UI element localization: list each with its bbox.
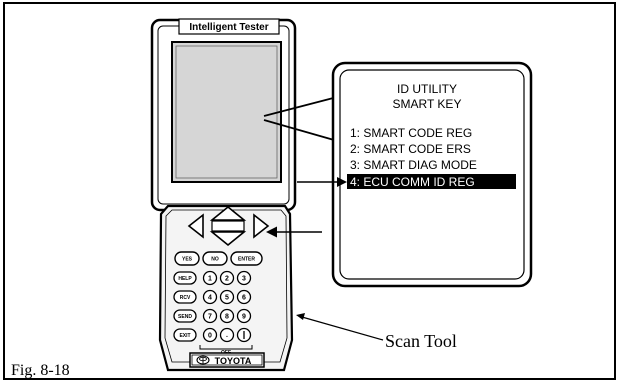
send-key-label: SEND	[178, 314, 192, 320]
send-key[interactable]: SEND	[173, 309, 197, 323]
arrow-down-key[interactable]	[209, 231, 247, 247]
key-3-label: 3	[242, 276, 246, 283]
key-0-label: 0	[208, 333, 212, 340]
tester-upper-housing: Intelligent Tester	[150, 18, 297, 212]
key-8-label: 8	[225, 314, 229, 321]
help-key[interactable]: HELP	[173, 271, 197, 285]
key-9-label: 9	[242, 314, 246, 321]
key-dot[interactable]: .	[219, 327, 235, 343]
enter-pointer-arrow	[266, 226, 322, 238]
rcv-key[interactable]: RCV	[173, 290, 197, 304]
scan-tool-pointer-arrow	[296, 313, 384, 341]
enter-key-label: ENTER	[238, 257, 255, 263]
exit-key-label: EXIT	[179, 333, 190, 339]
key-1[interactable]: 1	[202, 270, 218, 286]
function-key-row: YES NO ENTER	[174, 251, 263, 266]
yes-key-label: YES	[182, 257, 193, 263]
key-4[interactable]: 4	[202, 289, 218, 305]
rcv-key-label: RCV	[180, 295, 191, 301]
yes-key[interactable]: YES	[174, 251, 200, 266]
key-4-label: 4	[208, 295, 212, 302]
menu-item-smart-code-reg[interactable]: 1: SMART CODE REG	[350, 126, 472, 140]
key-dot-label: .	[226, 332, 228, 339]
toyota-logo-icon	[196, 355, 210, 365]
key-7[interactable]: 7	[202, 308, 218, 324]
arrow-pad	[187, 205, 270, 247]
arrow-up-key[interactable]	[209, 205, 247, 221]
key-2[interactable]: 2	[219, 270, 235, 286]
scan-tool-label: Scan Tool	[385, 331, 457, 351]
brand-label: TOYOTA	[215, 356, 252, 366]
screen-title-line1: ID UTILITY	[397, 82, 457, 96]
key-6[interactable]: 6	[236, 289, 252, 305]
key-3[interactable]: 3	[236, 270, 252, 286]
help-key-label: HELP	[178, 276, 192, 282]
figure-frame	[3, 2, 616, 380]
menu-item-smart-diag-mode[interactable]: 3: SMART DIAG MODE	[350, 158, 477, 172]
key-8[interactable]: 8	[219, 308, 235, 324]
no-key[interactable]: NO	[202, 251, 228, 266]
key-9[interactable]: 9	[236, 308, 252, 324]
tester-lower-body	[158, 204, 294, 372]
exit-key[interactable]: EXIT	[173, 328, 197, 342]
key-7-label: 7	[208, 314, 212, 321]
screen-callout: ID UTILITY SMART KEY 1: SMART CODE REG 2…	[263, 61, 533, 288]
menu-item-selected-highlight	[347, 174, 516, 189]
tester-title-label: Intelligent Tester	[189, 22, 268, 33]
no-key-label: NO	[211, 257, 219, 263]
key-0[interactable]: 0	[202, 327, 218, 343]
arrow-right-key[interactable]	[253, 213, 270, 239]
enter-key[interactable]: ENTER	[230, 251, 263, 266]
figure-caption: Fig. 8-18	[11, 362, 70, 379]
key-2-label: 2	[225, 276, 229, 283]
arrow-left-key[interactable]	[187, 213, 204, 239]
tester-screen	[171, 41, 282, 183]
key-blank[interactable]	[236, 327, 252, 343]
menu-item-ecu-comm-id-reg[interactable]: 4: ECU COMM ID REG	[350, 175, 475, 189]
key-5[interactable]: 5	[219, 289, 235, 305]
key-1-label: 1	[208, 276, 212, 283]
keypad: HELP 1 2 3 RCV 4	[173, 270, 253, 356]
selection-arrow	[297, 177, 347, 187]
key-5-label: 5	[225, 295, 229, 302]
toyota-badge: TOYOTA	[189, 352, 265, 368]
screen-title-line2: SMART KEY	[393, 97, 462, 111]
menu-item-smart-code-ers[interactable]: 2: SMART CODE ERS	[350, 142, 471, 156]
key-6-label: 6	[242, 295, 246, 302]
